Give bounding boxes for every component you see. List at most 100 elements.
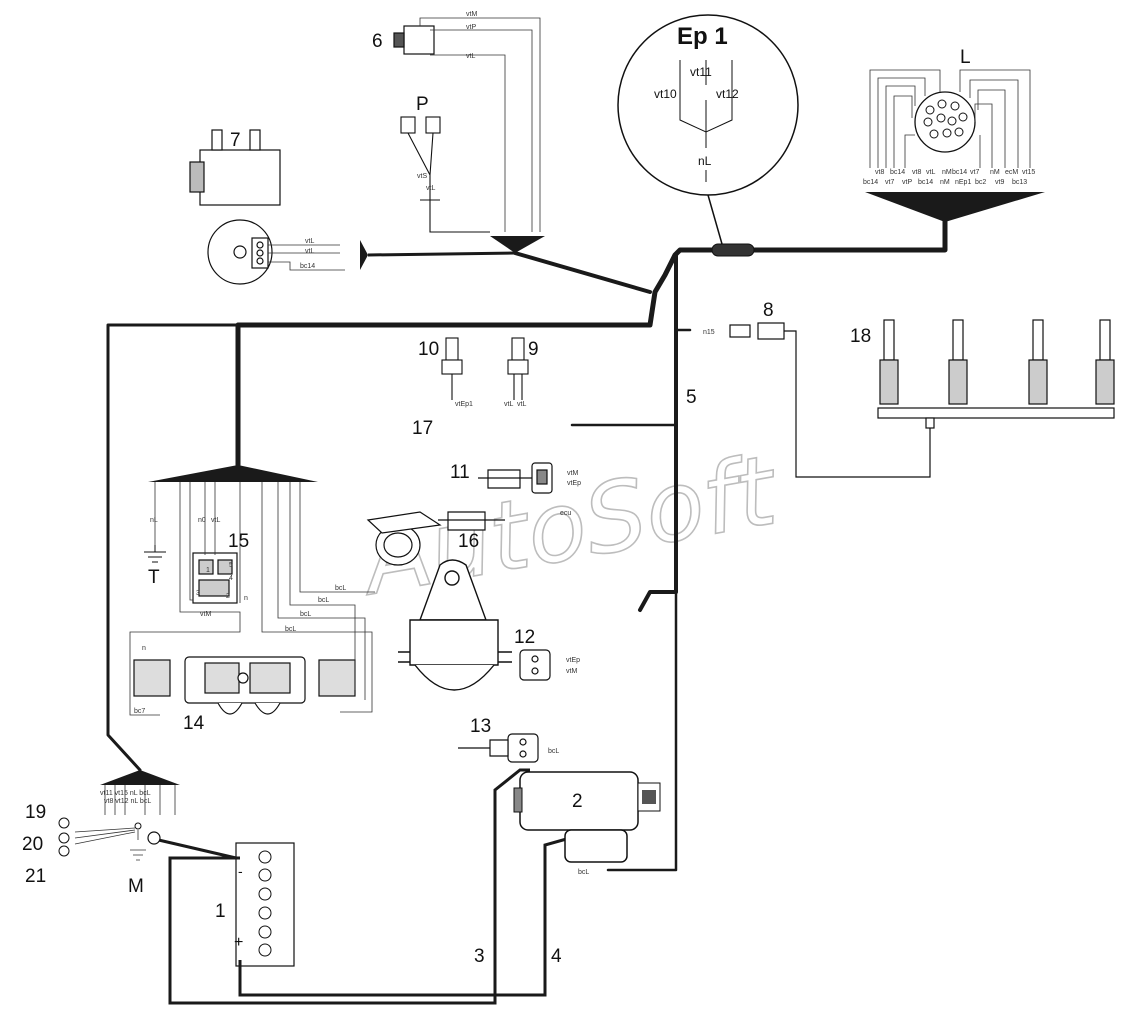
- label-5: 5: [686, 387, 697, 408]
- pin-label: vtL: [926, 169, 935, 176]
- label-21: 21: [25, 866, 46, 887]
- wire-code: bcL: [300, 611, 311, 618]
- connector-11: [478, 462, 553, 494]
- pin-label: nM: [942, 169, 952, 176]
- relay-pin-3: 3: [196, 590, 200, 597]
- wire-code: n: [244, 595, 248, 602]
- relay-pin-4: 4: [229, 575, 233, 582]
- wire-code: vtEp: [567, 480, 581, 487]
- wire-code: vtM: [566, 668, 577, 675]
- label-3: 3: [474, 946, 485, 967]
- sensor-9: [507, 337, 529, 400]
- main-harness: [106, 202, 948, 872]
- alternator-wires: [268, 244, 345, 271]
- relay-wiring: [129, 482, 375, 716]
- pin-label: vt9: [995, 179, 1004, 186]
- pin-label: nEp1: [955, 179, 971, 186]
- wire-code: vtP: [466, 24, 476, 31]
- wire-code: n: [142, 645, 146, 652]
- label-20: 20: [22, 834, 43, 855]
- harness-fan-left: [148, 465, 318, 482]
- pin-label: bc2: [975, 179, 986, 186]
- battery-cables: [149, 768, 571, 1005]
- harness-clip: [711, 243, 755, 257]
- detail-title: Ep 1: [677, 23, 728, 50]
- label-15: 15: [228, 531, 249, 552]
- battery-minus: -: [238, 863, 243, 879]
- wire-code: vt11 vt15 nL bcL: [100, 790, 151, 797]
- ground-parts: [58, 817, 142, 857]
- wire-code: bc7: [134, 708, 145, 715]
- detail-nL: nL: [698, 154, 712, 168]
- switch-P: [400, 116, 490, 233]
- alternator: [189, 129, 281, 285]
- label-11: 11: [450, 462, 470, 483]
- sensor-10: [441, 337, 463, 400]
- wire-code: vtEp: [566, 657, 580, 664]
- wire-code: n15: [703, 329, 715, 336]
- pin-label: vt8: [875, 169, 884, 176]
- label-19: 19: [25, 802, 46, 823]
- label-17: 17: [412, 418, 433, 439]
- wire-code: vtL: [305, 238, 314, 245]
- relay-pin-1: 1: [206, 567, 210, 574]
- wire-code: vtL: [504, 401, 513, 408]
- detail-vt12: vt12: [716, 87, 739, 101]
- label-14: 14: [183, 713, 205, 734]
- ground-T: [144, 545, 166, 563]
- pin-label: bc14: [952, 169, 967, 176]
- pin-label: vt7: [970, 169, 979, 176]
- detail-vt11: vt11: [690, 65, 712, 79]
- pin-label: bc14: [863, 179, 878, 186]
- label-10: 10: [418, 339, 439, 360]
- wire-code: bcL: [335, 585, 346, 592]
- ground-wires: [74, 785, 176, 861]
- pin-label: vt8: [912, 169, 921, 176]
- pin-label: nM: [940, 179, 950, 186]
- alt-harness-line: [367, 251, 516, 257]
- pipe-clamp: [366, 511, 442, 566]
- wire-code: bcL: [548, 748, 559, 755]
- pin-label: vt7: [885, 179, 894, 186]
- ground-eyelet: [147, 831, 161, 845]
- harness-fan-L: [865, 192, 1045, 222]
- detail-wires: [679, 60, 733, 182]
- label-12: 12: [514, 627, 535, 648]
- pin-label: ecM: [1005, 169, 1018, 176]
- wire-code: bcL: [578, 869, 589, 876]
- wire-code: vtM: [466, 11, 477, 18]
- connector-L-pins: vt8 bc14 vt8 vtL nM bc14 vt7 nM ecM vt15…: [863, 169, 1035, 186]
- wire-code: vtM: [567, 470, 578, 477]
- relay-box: [133, 656, 356, 715]
- label-2: 2: [572, 791, 583, 812]
- label-7: 7: [230, 130, 241, 151]
- battery: - +: [234, 842, 295, 967]
- wire-code: vtL: [211, 517, 220, 524]
- diagnostic-wires: [869, 69, 1031, 168]
- wire-codes: vtM vtP vtL vtS vtL vtL vtL bc14 n15 vtE…: [100, 11, 715, 876]
- label-L: L: [960, 47, 971, 68]
- label-18: 18: [850, 326, 871, 347]
- wire-code: vtL: [305, 248, 314, 255]
- wire-code: n0: [198, 517, 206, 524]
- label-1: 1: [215, 901, 226, 922]
- label-T: T: [148, 567, 160, 588]
- detail-vt10: vt10: [654, 87, 677, 101]
- connector-13: [458, 733, 539, 763]
- wire-code: vt8 vt12 nL bcL: [104, 798, 151, 805]
- wire-code: vtL: [517, 401, 526, 408]
- harness-fan-top: [490, 236, 545, 253]
- wire-code: ecu: [560, 510, 571, 517]
- ignition-module: [398, 559, 512, 691]
- label-4: 4: [551, 946, 562, 967]
- alt-harness-fan: [360, 240, 368, 270]
- wire-code: vtM: [200, 611, 211, 618]
- wire-code: nL: [150, 517, 158, 524]
- relay-pin-2: 2: [226, 593, 230, 600]
- wire-code: bc14: [300, 263, 315, 270]
- pin-label: vt15: [1022, 169, 1035, 176]
- wire-code: bcL: [318, 597, 329, 604]
- label-16: 16: [458, 531, 479, 552]
- label-6: 6: [372, 31, 383, 52]
- pin-label: bc14: [918, 179, 933, 186]
